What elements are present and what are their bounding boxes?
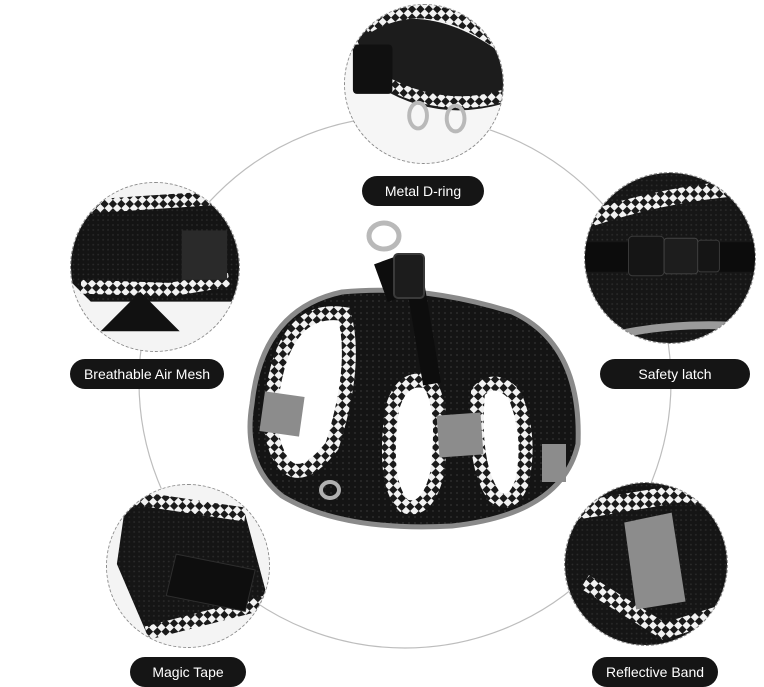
tape-label: Magic Tape bbox=[130, 657, 246, 687]
d-ring-label: Metal D-ring bbox=[362, 176, 484, 206]
d-ring-photo bbox=[345, 5, 503, 163]
harness-main-photo bbox=[232, 214, 584, 544]
d-ring-detail-bubble bbox=[344, 4, 504, 164]
latch-detail-bubble bbox=[584, 172, 756, 344]
harness-illustration bbox=[247, 220, 581, 530]
mesh-detail-bubble bbox=[70, 182, 240, 352]
velcro-photo bbox=[107, 485, 269, 647]
velcro-detail-bubble bbox=[106, 484, 270, 648]
band-label: Reflective Band bbox=[592, 657, 718, 687]
reflective-photo bbox=[565, 483, 727, 645]
mesh-label: Breathable Air Mesh bbox=[70, 359, 224, 389]
reflective-detail-bubble bbox=[564, 482, 728, 646]
buckle-photo bbox=[585, 173, 755, 343]
latch-label: Safety latch bbox=[600, 359, 750, 389]
mesh-photo bbox=[71, 183, 239, 351]
